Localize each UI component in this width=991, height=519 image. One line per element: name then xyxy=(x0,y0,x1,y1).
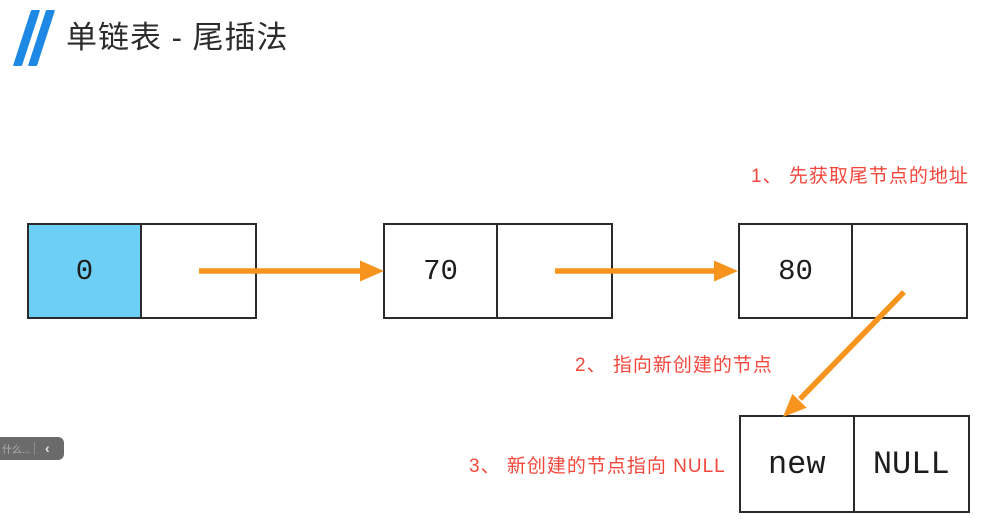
slide-header: 单链表 - 尾插法 xyxy=(12,10,289,66)
annotation-step2: 2、 指向新创建的节点 xyxy=(575,355,773,376)
node-80-next-cell xyxy=(853,225,966,317)
floating-widget-label: 什么... xyxy=(2,445,31,456)
double-slash-icon xyxy=(12,10,56,66)
annotation-step1: 1、 先获取尾节点的地址 xyxy=(751,166,969,187)
page-title: 单链表 - 尾插法 xyxy=(66,20,289,55)
node-70-next-cell xyxy=(498,225,611,317)
node-new-data-cell: new xyxy=(741,417,855,511)
node-head-data-cell: 0 xyxy=(29,225,142,317)
node-new-next-cell: NULL xyxy=(872,445,950,483)
list-node-head: 0 xyxy=(27,223,257,319)
list-node-new: new NULL xyxy=(739,415,970,513)
node-80-data-cell: 80 xyxy=(740,225,853,317)
list-node-80: 80 xyxy=(738,223,968,319)
floating-search-widget[interactable]: 什么... ‹ xyxy=(0,437,64,460)
annotation-step3: 3、 新创建的节点指向 NULL xyxy=(469,456,726,477)
node-head-next-cell xyxy=(142,225,255,317)
widget-divider xyxy=(34,442,36,455)
list-node-70: 70 xyxy=(383,223,613,319)
node-70-data-cell: 70 xyxy=(385,225,498,317)
collapse-chevron-icon[interactable]: ‹ xyxy=(45,440,50,456)
